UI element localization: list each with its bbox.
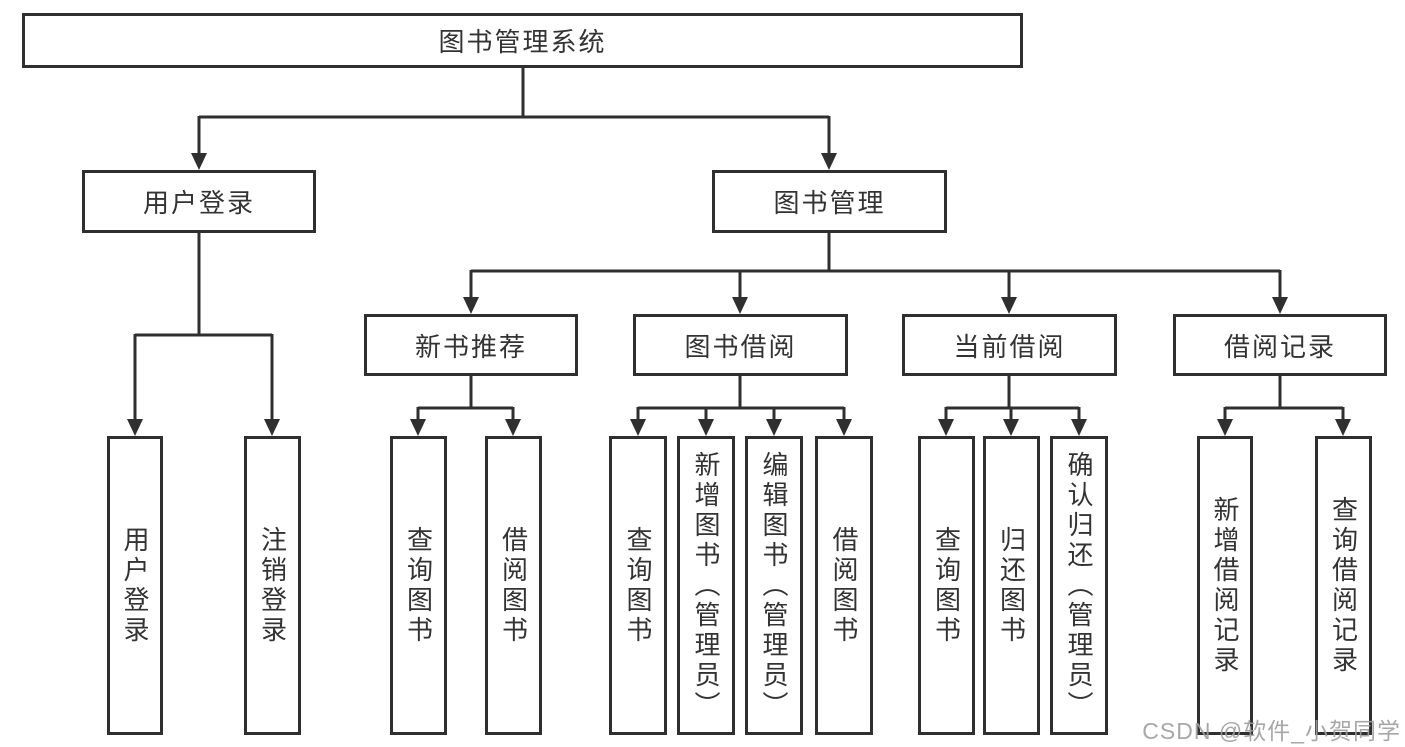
node-root-system: 图书管理系统: [22, 13, 1023, 68]
leaf-borrow-books-1: 借阅图书: [485, 436, 542, 735]
node-new-book-recommend: 新书推荐: [364, 314, 578, 376]
leaf-query-books-1-label: 查询图书: [403, 525, 434, 646]
leaf-query-borrow-record: 查询借阅记录: [1315, 436, 1372, 735]
node-new-book-recommend-label: 新书推荐: [414, 331, 527, 362]
leaf-edit-books-admin: 编辑图书（管理员）: [745, 436, 803, 735]
node-user-login: 用户登录: [82, 170, 316, 233]
leaf-query-books-1: 查询图书: [390, 436, 447, 735]
node-borrowing-records: 借阅记录: [1173, 314, 1387, 376]
node-book-management-label: 图书管理: [773, 188, 886, 218]
leaf-logout: 注销登录: [244, 436, 301, 735]
leaf-query-books-2-label: 查询图书: [623, 525, 653, 646]
node-user-login-label: 用户登录: [142, 188, 255, 218]
node-book-borrowing-label: 图书借阅: [684, 331, 797, 362]
leaf-query-books-2: 查询图书: [609, 436, 667, 735]
leaf-borrow-books-1-label: 借阅图书: [498, 525, 529, 646]
leaf-confirm-return-admin: 确认归还（管理员）: [1050, 436, 1108, 735]
leaf-query-books-3: 查询图书: [918, 436, 975, 735]
leaf-add-books-admin-label: 新增图书（管理员）: [691, 450, 721, 721]
leaf-add-borrow-record: 新增借阅记录: [1197, 436, 1253, 735]
leaf-borrow-books-2-label: 借阅图书: [829, 525, 859, 646]
leaf-edit-books-admin-label: 编辑图书（管理员）: [759, 450, 789, 721]
csdn-watermark: CSDN @软件_小贺同学: [1142, 718, 1401, 744]
arrowhead-icons: [127, 153, 1351, 436]
node-current-borrowing: 当前借阅: [902, 314, 1117, 376]
leaf-return-books-label: 归还图书: [996, 525, 1027, 646]
leaf-add-borrow-record-label: 新增借阅记录: [1210, 495, 1240, 676]
node-book-management: 图书管理: [712, 170, 947, 233]
leaf-user-login: 用户登录: [107, 436, 163, 735]
leaf-return-books: 归还图书: [983, 436, 1040, 735]
leaf-logout-label: 注销登录: [257, 525, 288, 646]
node-root-label: 图书管理系统: [438, 27, 607, 57]
leaf-borrow-books-2: 借阅图书: [815, 436, 873, 735]
leaf-user-login-label: 用户登录: [120, 525, 150, 646]
node-book-borrowing: 图书借阅: [633, 314, 848, 376]
leaf-query-books-3-label: 查询图书: [931, 525, 962, 646]
leaf-confirm-return-admin-label: 确认归还（管理员）: [1064, 450, 1094, 721]
leaf-query-borrow-record-label: 查询借阅记录: [1328, 495, 1359, 676]
node-current-borrowing-label: 当前借阅: [953, 331, 1066, 362]
node-borrowing-records-label: 借阅记录: [1223, 331, 1336, 362]
leaf-add-books-admin: 新增图书（管理员）: [677, 436, 735, 735]
